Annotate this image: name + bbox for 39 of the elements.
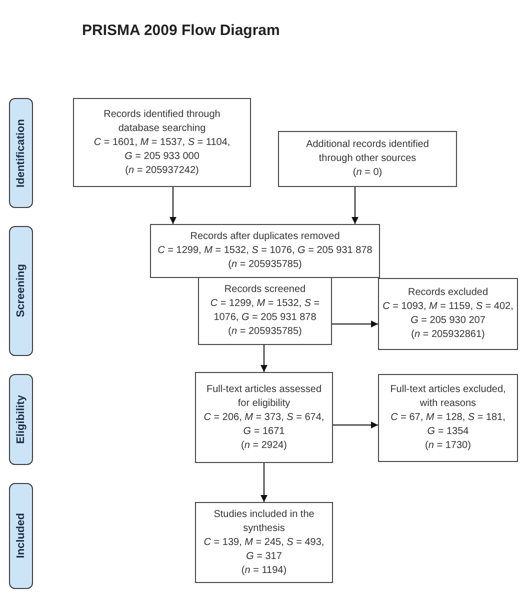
step-text: Records identified through database searching: [102, 108, 222, 136]
step-text: Records excluded: [406, 286, 490, 300]
stage-label: Eligibility: [14, 395, 28, 444]
stage-label: Identification: [14, 118, 28, 188]
arrow: [170, 186, 176, 224]
step-text: Full-text articles assessed for eligibility: [205, 382, 323, 410]
count-text: (n = 205935785): [227, 325, 303, 339]
process-box: [195, 502, 333, 583]
diagram-title: PRISMA 2009 Flow Diagram: [82, 22, 280, 40]
stage-band: [9, 226, 33, 356]
process-box: [378, 278, 518, 350]
count-text: C = 1299, M = 1532, S = 1076, G = 205 931 878: [156, 244, 374, 258]
process-box: [150, 224, 380, 278]
process-box: [73, 98, 251, 187]
stage-label: Included: [14, 513, 28, 559]
count-text: (n = 205932861): [410, 328, 486, 342]
count-text: (n = 205935785): [227, 258, 303, 272]
arrow: [332, 320, 378, 328]
count-text: (n = 205937242): [124, 164, 200, 178]
count-text: (n = 0): [352, 166, 384, 180]
stage-band: [9, 374, 33, 465]
process-box: [195, 372, 333, 463]
process-box: [278, 131, 457, 187]
count-text: (n = 1194): [240, 564, 288, 578]
arrow: [352, 186, 358, 224]
process-box: [198, 277, 332, 345]
stage-band: [9, 98, 33, 208]
stage-band: [9, 483, 33, 589]
count-text: (n = 2924): [240, 438, 288, 452]
arrow: [260, 462, 268, 502]
step-text: Records after duplicates removed: [189, 230, 341, 244]
step-text: Full-text articles excluded, with reasons: [389, 383, 507, 411]
arrow: [260, 344, 268, 372]
step-text: Studies included in the synthesis: [212, 508, 316, 536]
step-text: Records screened: [223, 283, 307, 297]
stage-label: Screening: [14, 264, 28, 318]
process-box: [378, 374, 518, 462]
count-text: (n = 1730): [424, 439, 472, 453]
arrow: [332, 422, 378, 428]
